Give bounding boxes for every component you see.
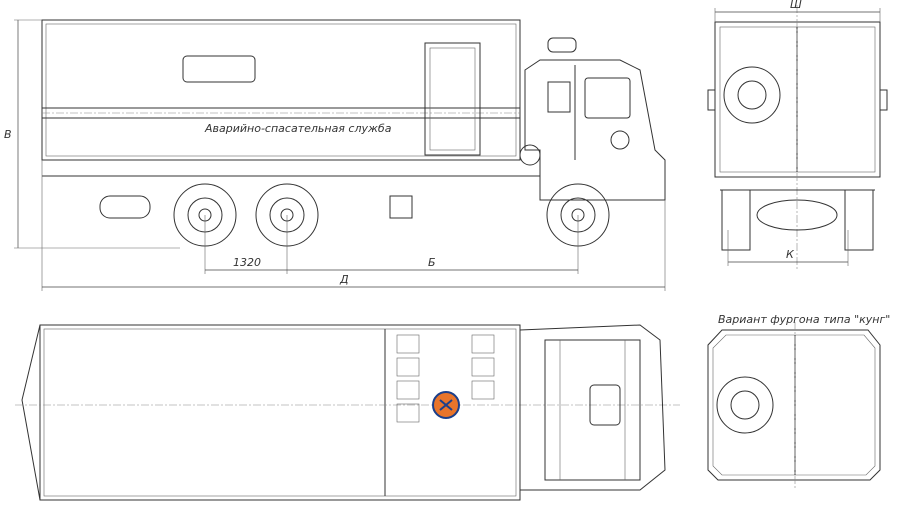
emblem-icon	[432, 391, 460, 419]
dim-length: Д	[340, 273, 349, 286]
rear-view	[707, 5, 888, 270]
dim-wheelbase: Б	[428, 256, 436, 269]
side-view	[14, 19, 666, 291]
dim-axle-spacing: 1320	[233, 256, 261, 269]
kung-variant-view	[707, 322, 881, 490]
dim-width: Ш	[790, 0, 802, 11]
body-label: Аварийно-спасательная служба	[205, 122, 392, 135]
dim-track: К	[786, 248, 794, 261]
kung-variant-title: Вариант фургона типа "кунг"	[718, 313, 891, 326]
top-view	[15, 324, 680, 501]
dim-height: В	[4, 128, 12, 141]
